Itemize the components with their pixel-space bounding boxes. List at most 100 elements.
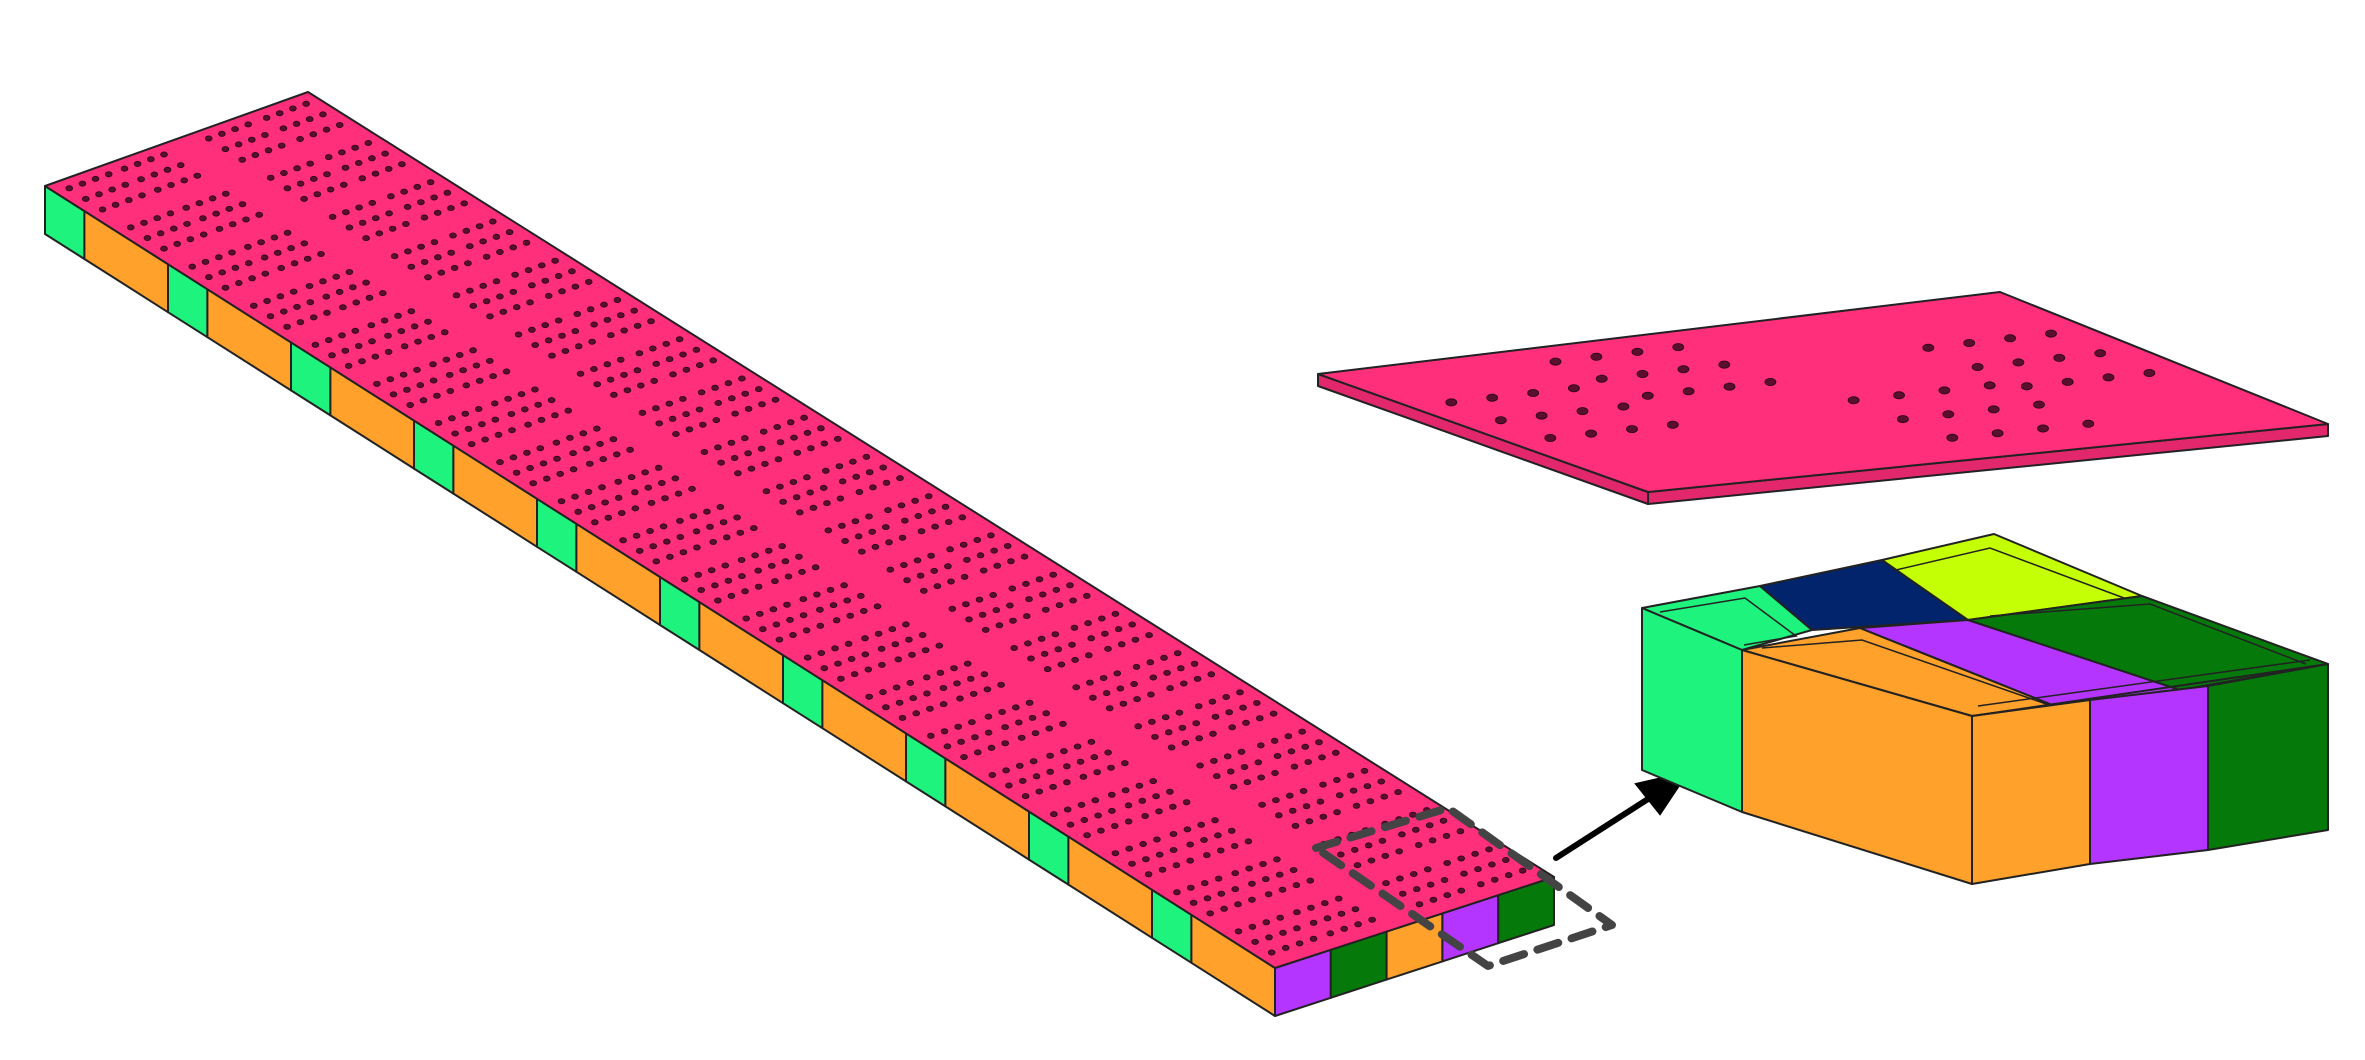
hole <box>1415 901 1424 908</box>
hole <box>1319 813 1328 820</box>
hole <box>517 391 526 398</box>
hole <box>995 622 1004 629</box>
hole <box>1158 866 1167 873</box>
hole <box>1166 685 1174 692</box>
hole <box>399 371 408 378</box>
hole <box>358 175 367 182</box>
hole <box>775 636 784 643</box>
hole <box>417 199 425 206</box>
hole <box>865 513 873 520</box>
hole <box>703 508 711 515</box>
beam-hole-group <box>262 100 344 142</box>
hole <box>1105 705 1114 712</box>
hole <box>195 200 204 207</box>
hole <box>1186 857 1194 864</box>
hole <box>1091 797 1100 804</box>
beam-hole-group <box>946 532 1029 574</box>
hole <box>761 460 769 467</box>
hole <box>980 671 989 678</box>
hole <box>1293 909 1301 916</box>
hole <box>1535 411 1548 420</box>
beam-hole-group <box>824 513 907 555</box>
hole <box>630 307 638 314</box>
hole <box>502 368 511 375</box>
hole <box>940 728 949 735</box>
hole <box>492 278 501 285</box>
hole <box>507 410 516 417</box>
hole <box>1214 832 1222 839</box>
hole <box>1287 748 1296 755</box>
hole <box>1069 597 1077 604</box>
hole <box>1200 837 1208 844</box>
hole <box>1279 929 1287 936</box>
beam-hole-group <box>1050 797 1133 839</box>
hole <box>862 453 871 460</box>
hole <box>1178 724 1187 731</box>
beam-hole-group <box>742 601 825 643</box>
hole <box>242 216 250 223</box>
hole <box>635 547 644 554</box>
hole <box>850 671 859 678</box>
hole <box>339 304 347 311</box>
hole <box>290 260 299 267</box>
hole <box>697 587 705 594</box>
hole <box>1226 768 1235 775</box>
hole <box>1022 580 1030 587</box>
hole <box>156 230 165 237</box>
beam-hole-group <box>1194 689 1278 731</box>
hole <box>2143 368 2156 377</box>
hole <box>1938 386 1951 395</box>
hole <box>795 553 803 560</box>
hole <box>898 534 907 541</box>
hole <box>990 547 998 554</box>
beam-hole-group <box>1443 846 1527 888</box>
hole <box>264 147 273 154</box>
hole <box>798 568 806 575</box>
hole <box>362 235 370 242</box>
hole <box>1847 396 1860 405</box>
hole <box>1132 663 1141 670</box>
hole <box>390 253 399 260</box>
hole <box>537 262 546 269</box>
hole <box>78 180 87 187</box>
hole <box>992 607 1001 614</box>
hole <box>1037 635 1046 642</box>
exploded-unit-cell-view <box>1317 291 2329 885</box>
hole <box>1380 793 1388 800</box>
hole <box>711 384 719 391</box>
hole <box>1893 391 1905 400</box>
hole <box>2033 400 2045 409</box>
hole <box>266 174 275 181</box>
hole <box>631 505 640 512</box>
hole <box>464 260 472 267</box>
hole <box>464 425 473 432</box>
hole <box>979 567 988 574</box>
hole <box>260 254 269 261</box>
hole <box>1186 841 1194 848</box>
hole <box>1256 715 1264 722</box>
hole <box>709 357 717 364</box>
hole <box>1149 778 1157 785</box>
beam-hole-pattern <box>65 100 1527 956</box>
hole <box>668 415 677 422</box>
hole <box>302 100 310 107</box>
hole <box>1271 770 1279 777</box>
hole <box>452 292 461 299</box>
hole <box>462 382 471 389</box>
hole <box>926 732 935 739</box>
box-front-rim <box>1971 663 2329 717</box>
hole <box>1040 650 1049 657</box>
hole <box>669 371 677 378</box>
beam-hole-group <box>490 386 573 428</box>
hole <box>524 421 532 428</box>
hole <box>176 162 185 169</box>
hole <box>661 495 669 502</box>
hole <box>1494 416 1507 425</box>
hole <box>714 399 723 406</box>
hole <box>773 423 781 430</box>
hole <box>1177 665 1185 672</box>
hole <box>1273 753 1282 760</box>
hole <box>512 469 521 476</box>
hole <box>255 211 264 218</box>
hole <box>1971 362 1984 371</box>
